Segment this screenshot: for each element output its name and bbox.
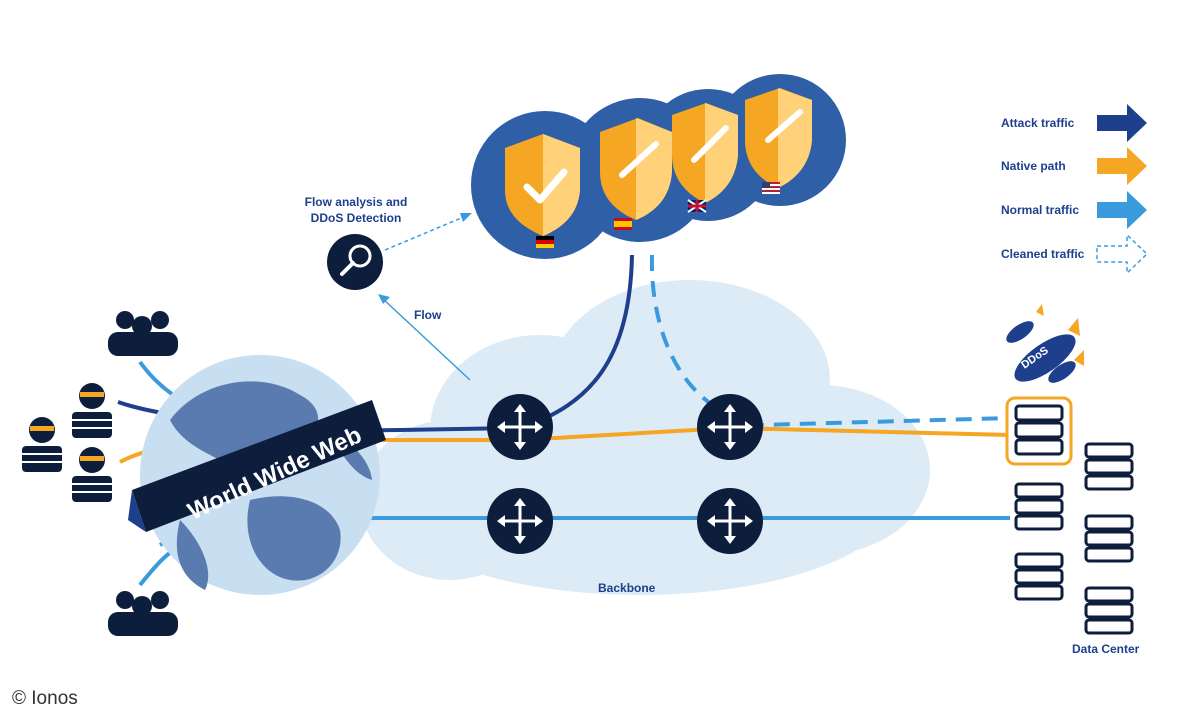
user-group-icon — [108, 591, 178, 636]
flag-uk-icon — [687, 199, 707, 213]
flow-arrow — [381, 297, 471, 381]
attacker-icon — [72, 447, 112, 502]
detection-dashed-arrow — [384, 215, 467, 251]
flag-usa-icon — [762, 182, 780, 194]
legend-attack-label: Attack traffic — [1001, 116, 1075, 130]
legend-native-arrow — [1097, 147, 1147, 185]
user-group-icon — [108, 311, 178, 356]
server-icon — [1084, 442, 1134, 491]
legend-normal-arrow — [1097, 191, 1147, 229]
copyright-text: © Ionos — [12, 688, 78, 709]
shield-check-icon — [600, 118, 672, 220]
detection-arrow-head — [460, 213, 472, 222]
shield-check-icon — [505, 134, 580, 236]
router-icon — [487, 394, 553, 460]
server-icon — [1014, 404, 1064, 456]
backbone-label: Backbone — [598, 581, 656, 595]
router-icon — [697, 394, 763, 460]
server-icon — [1084, 586, 1134, 635]
flow-arrow-head — [378, 294, 390, 304]
attacker-icon — [72, 383, 112, 438]
legend-normal-label: Normal traffic — [1001, 203, 1080, 217]
shield-check-icon — [672, 103, 738, 203]
flag-germany-icon — [536, 236, 554, 248]
shield-group — [471, 74, 846, 259]
legend-attack-arrow — [1097, 104, 1147, 142]
cleaned-traffic-line — [649, 254, 1011, 428]
backbone-cloud — [360, 280, 930, 595]
world-wide-web-banner — [128, 400, 386, 532]
server-icon — [1084, 514, 1134, 563]
legend-native-label: Native path — [1001, 159, 1066, 173]
router-icon — [487, 488, 553, 554]
missile-icon — [1006, 304, 1084, 383]
server-icon — [1014, 482, 1064, 531]
flow-analysis-label: Flow analysis and DDoS Detection — [304, 195, 408, 225]
router-icon — [697, 488, 763, 554]
legend-cleaned-label: Cleaned traffic — [1001, 247, 1085, 261]
flow-label: Flow — [414, 308, 442, 322]
shield-check-icon — [745, 88, 812, 188]
magnifier-icon — [327, 234, 383, 290]
server-icon — [1014, 552, 1064, 601]
attacker-icon — [22, 417, 62, 472]
legend-cleaned-arrow — [1096, 233, 1149, 275]
data-center-label: Data Center — [1072, 642, 1140, 656]
flag-spain-icon — [614, 218, 632, 230]
